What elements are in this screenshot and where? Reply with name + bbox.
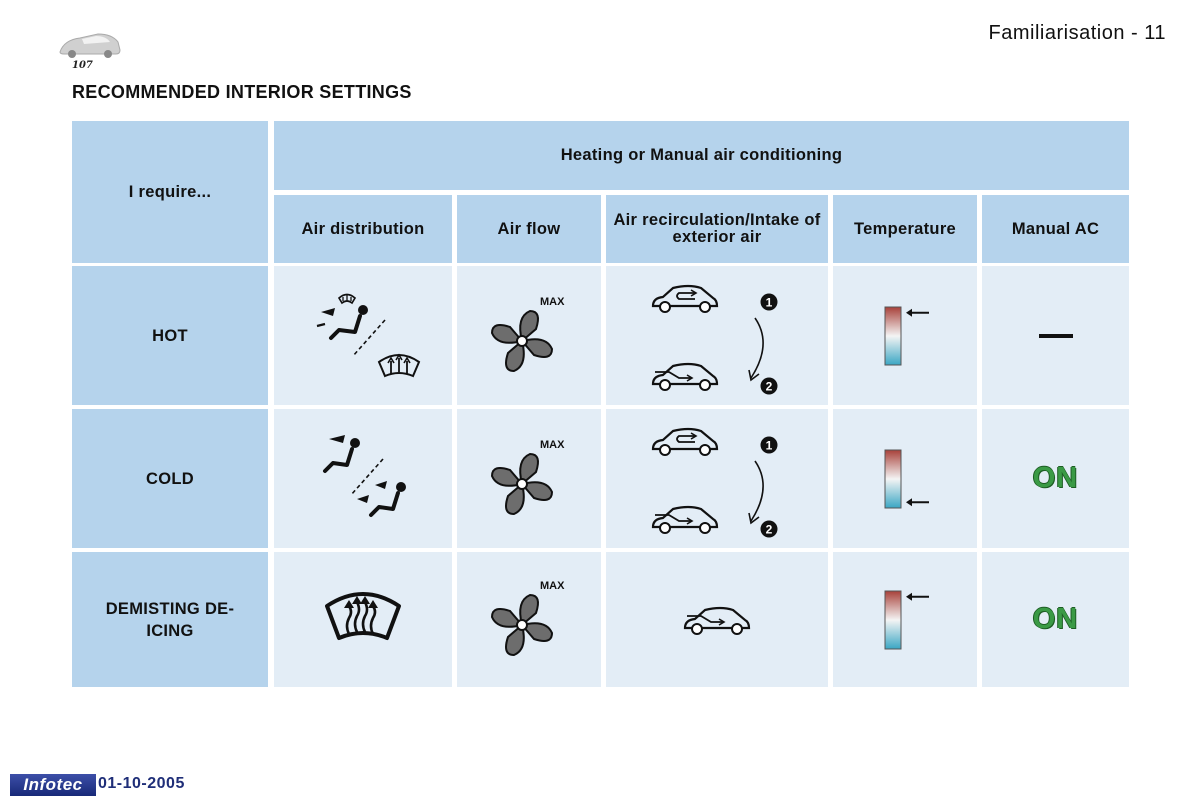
ac-not-applicable-dash [1038, 333, 1073, 338]
demisting-air-distribution [274, 552, 452, 687]
step-1-label: 1 [766, 438, 773, 452]
fan-icon: MAX [490, 439, 565, 515]
windscreen-demist-icon [325, 591, 401, 640]
ac-on-label: ON [1032, 462, 1079, 494]
demisting-recirculation [606, 552, 828, 687]
hot-air-flow: MAX [457, 266, 601, 405]
exterior-air-car-icon [651, 505, 719, 534]
column-header-air-flow: Air flow [457, 195, 601, 263]
exterior-air-car-icon [683, 606, 751, 635]
temperature-indicator-arrow [906, 592, 929, 601]
step-1-label: 1 [766, 295, 773, 309]
car-logo-icon: 107 [59, 33, 121, 71]
fan-icon: MAX [490, 296, 565, 372]
fan-max-label: MAX [540, 439, 565, 451]
settings-table: I require... Heating or Manual air condi… [72, 121, 1129, 687]
recirculation-car-icon [651, 427, 719, 456]
recirculation-car-icon [651, 284, 719, 313]
temperature-indicator-arrow [906, 308, 929, 317]
row-label-hot: HOT [72, 266, 268, 405]
demisting-air-flow: MAX [457, 552, 601, 687]
column-header-air-distribution: Air distribution [274, 195, 452, 263]
cold-air-flow: MAX [457, 409, 601, 548]
step-2-label: 2 [766, 522, 773, 536]
face-feet-icon [357, 480, 406, 517]
ac-on-label: ON [1032, 603, 1079, 635]
face-vent-icon [323, 434, 360, 473]
step-2-label: 2 [766, 379, 773, 393]
demisting-temperature [833, 552, 977, 687]
group-header: Heating or Manual air conditioning [274, 121, 1129, 190]
temperature-scale-icon [884, 449, 929, 508]
hot-air-distribution [274, 266, 452, 405]
footer-date: 01-10-2005 [98, 775, 185, 792]
row-label-demisting: DEMISTING DE-ICING [72, 552, 268, 687]
corner-label: I require... [72, 121, 268, 263]
column-header-manual-ac: Manual AC [982, 195, 1129, 263]
cold-recirculation: 1 2 [606, 409, 828, 548]
cold-temperature [833, 409, 977, 548]
hot-recirculation: 1 2 [606, 266, 828, 405]
cold-air-distribution [274, 409, 452, 548]
hot-manual-ac [982, 266, 1129, 405]
logo-model: 107 [72, 60, 93, 71]
demist-icon [377, 352, 421, 377]
section-title: RECOMMENDED INTERIOR SETTINGS [72, 82, 412, 102]
row-label-cold: COLD [72, 409, 268, 548]
infotec-badge: Infotec [10, 774, 96, 796]
column-header-temperature: Temperature [833, 195, 977, 263]
windscreen-feet-icon [316, 293, 368, 340]
cold-manual-ac: ON [982, 409, 1129, 548]
exterior-air-car-icon [651, 362, 719, 391]
temperature-indicator-arrow [906, 497, 929, 506]
demisting-manual-ac: ON [982, 552, 1129, 687]
fan-icon: MAX [490, 580, 565, 656]
column-header-recirculation: Air recirculation/Intake of exterior air [606, 195, 828, 263]
temperature-scale-icon [884, 306, 929, 365]
temperature-scale-icon [884, 590, 929, 649]
hot-temperature [833, 266, 977, 405]
fan-max-label: MAX [540, 296, 565, 308]
page-header: Familiarisation - 11 [988, 22, 1166, 44]
fan-max-label: MAX [540, 580, 565, 592]
